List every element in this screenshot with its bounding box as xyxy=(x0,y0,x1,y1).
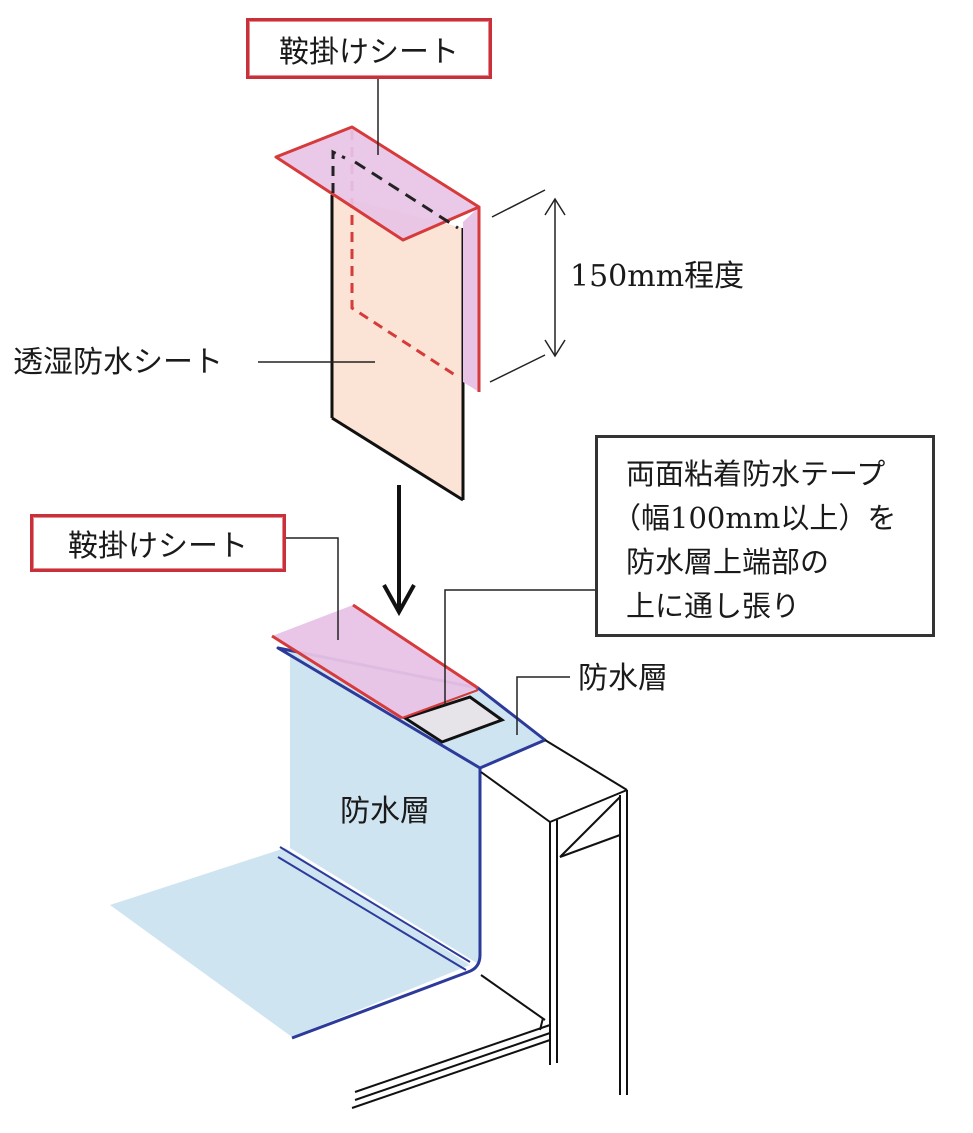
saddle-sheet-top-face xyxy=(274,125,481,242)
note-line: 上に通し張り xyxy=(626,589,801,623)
dimension-label: 150mm程度 xyxy=(570,259,745,294)
note-line: 両面粘着防水テープ xyxy=(626,457,886,491)
hidden-edge-black xyxy=(331,149,346,193)
waterproof-layer-label-top: 防水層 xyxy=(578,661,668,696)
breathable-sheet xyxy=(332,195,463,500)
wall-frame xyxy=(351,739,628,1109)
dimension-marker xyxy=(489,189,566,383)
saddle-sheet-label-bottom: 鞍掛けシート xyxy=(30,514,286,572)
tape-note-box: 両面粘着防水テープ （幅100mm以上）を 防水層上端部の 上に通し張り xyxy=(595,435,935,637)
waterproof-wall xyxy=(290,652,480,965)
saddle-sheet-label-top: 鞍掛けシート xyxy=(246,18,492,79)
note-line: 防水層上端部の xyxy=(626,545,830,579)
top-assembly xyxy=(258,73,481,502)
double-sided-tape xyxy=(401,695,506,744)
waterproof-layer-label-wall: 防水層 xyxy=(340,794,430,829)
saddle-sheet-side xyxy=(463,207,479,392)
breathable-sheet-label: 透湿防水シート xyxy=(13,345,223,380)
saddle-sheet-bottom xyxy=(272,605,478,718)
waterproof-floor xyxy=(110,848,470,1037)
bottom-assembly xyxy=(110,537,595,1040)
note-line: （幅100mm以上）を xyxy=(612,501,897,535)
down-arrow-icon xyxy=(382,485,416,617)
